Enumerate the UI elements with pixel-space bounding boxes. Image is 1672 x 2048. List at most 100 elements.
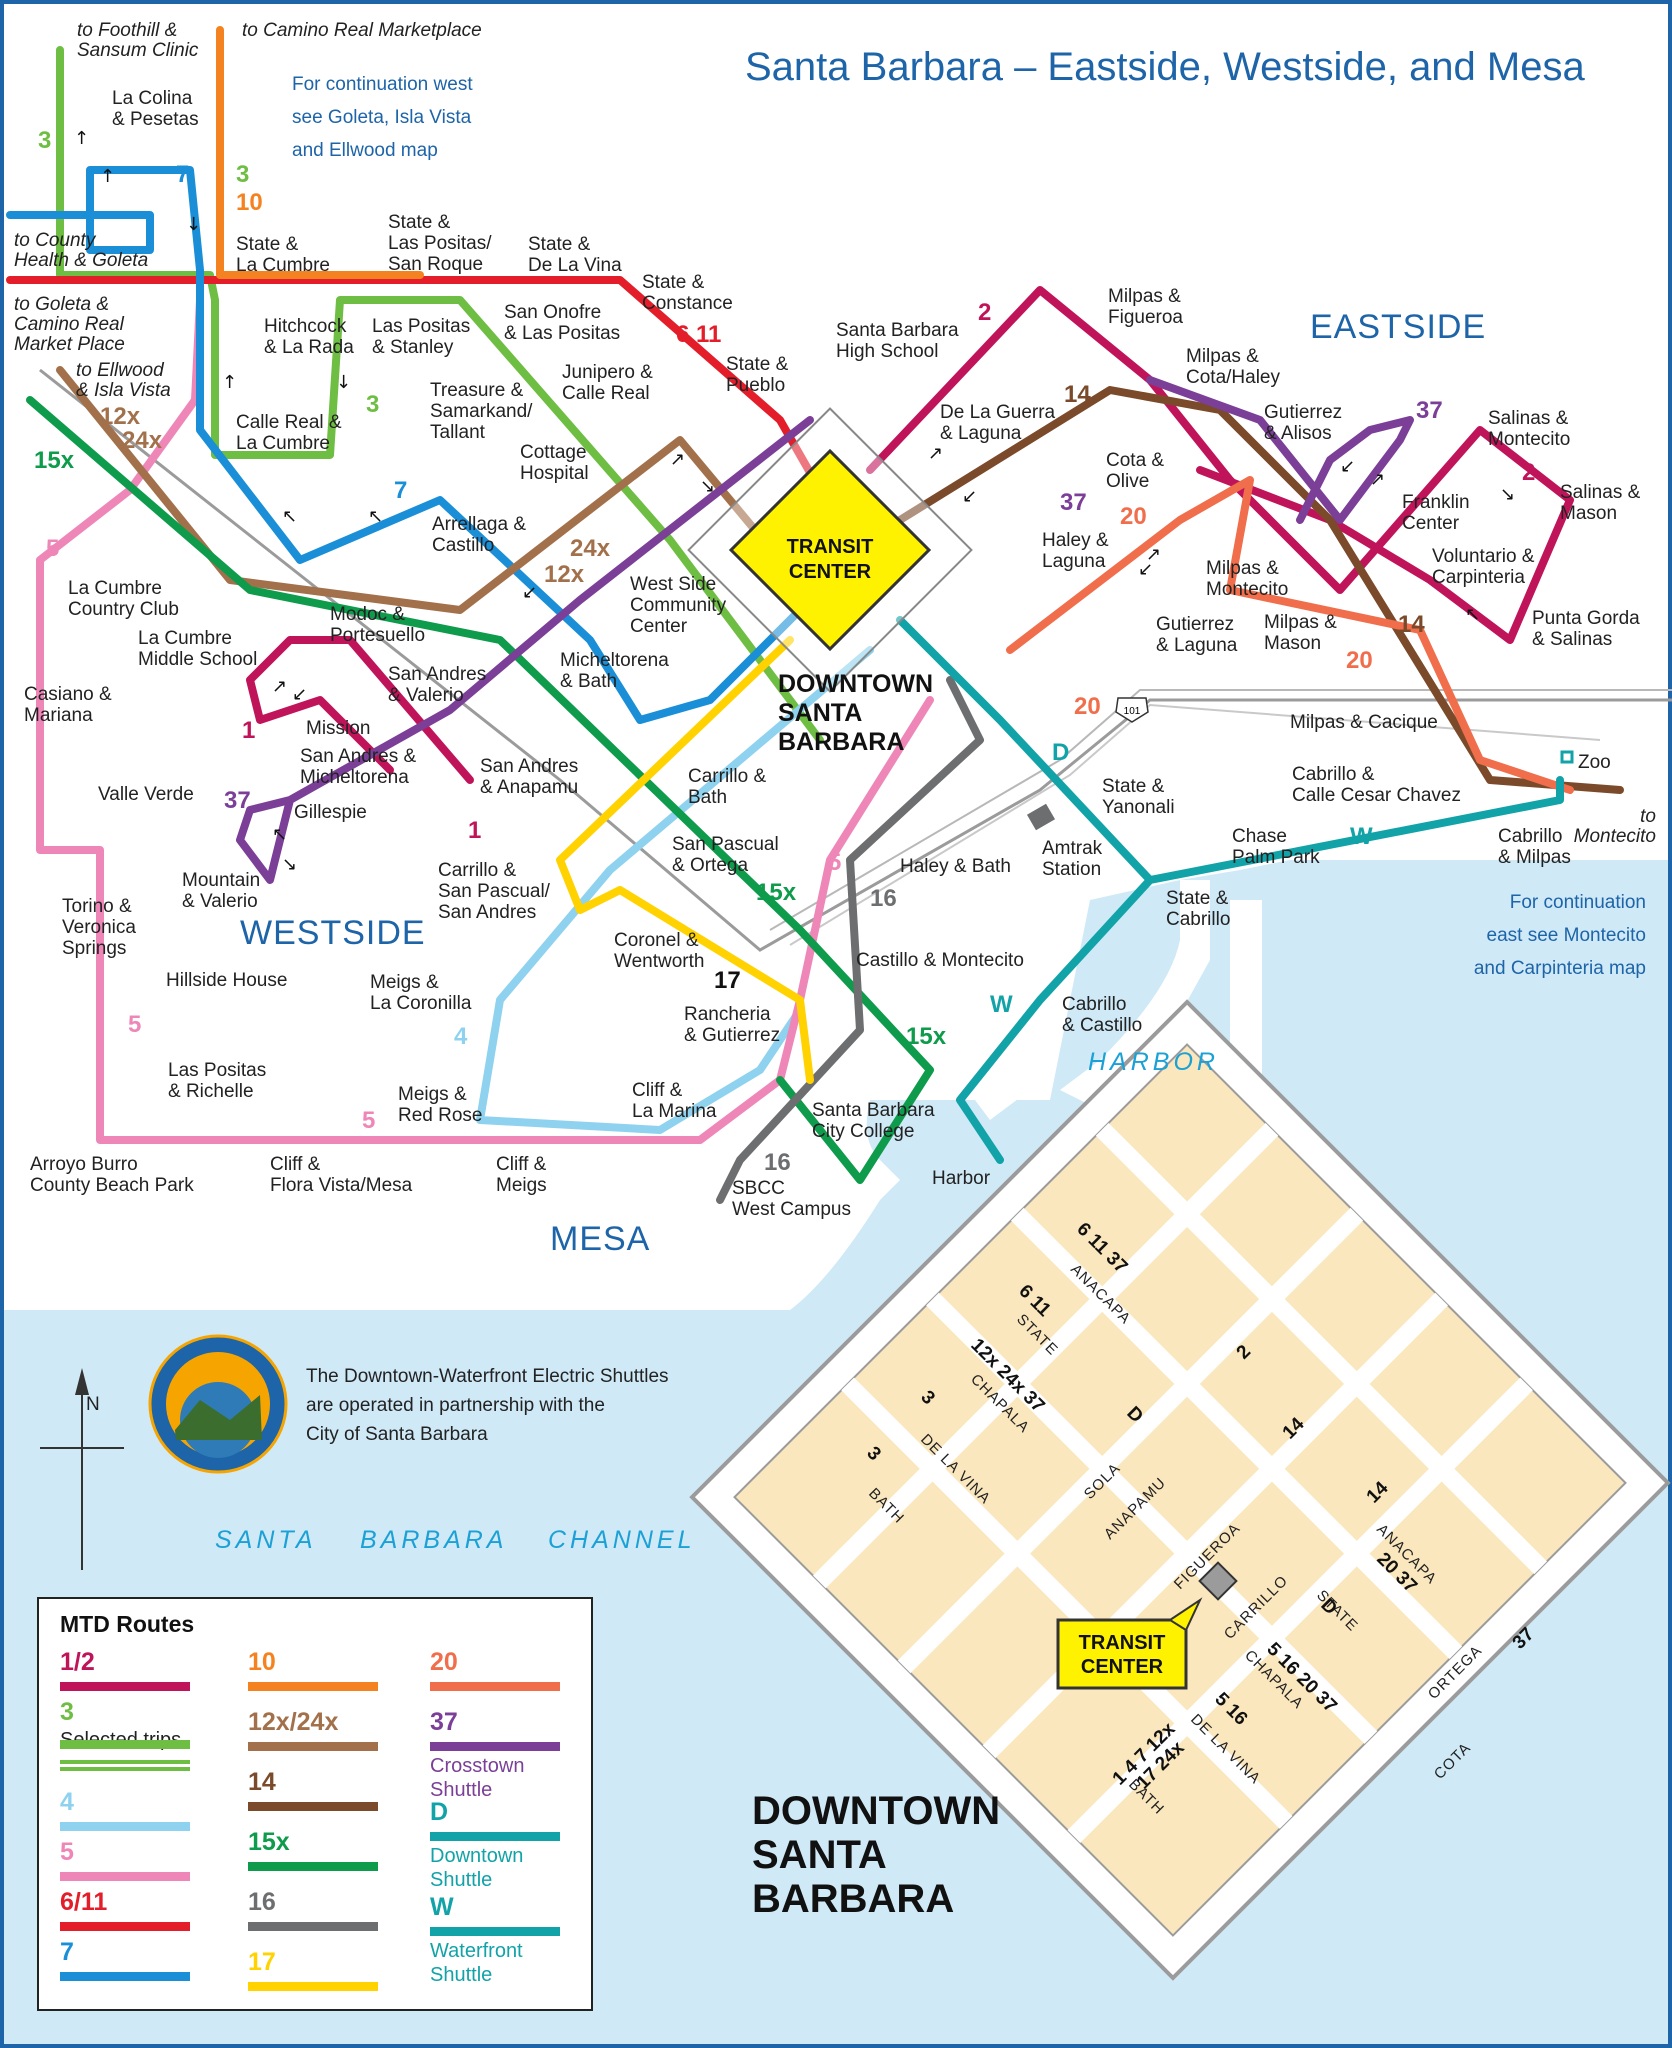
legend-items: 1/23Selected trips456/1171012x/24x1415x1…	[60, 1648, 560, 1991]
legend-item-15x: 15x	[248, 1828, 378, 1871]
route-tag-r20c: 20	[1074, 693, 1101, 720]
inset-transit-label-1: TRANSIT	[1079, 1632, 1166, 1654]
route-tag-r17: 17	[714, 967, 741, 994]
highway-label: 101	[1124, 706, 1141, 717]
stop-treasure: Treasure &Samarkand/Tallant	[430, 380, 533, 443]
legend-item-20: 20	[430, 1648, 560, 1691]
legend-item-17: 17	[248, 1948, 378, 1991]
route-17-line	[556, 636, 814, 1084]
amtrak-station-icon	[1026, 803, 1056, 831]
svg-text:↑: ↑	[74, 128, 89, 149]
route-lines	[6, 26, 1624, 1204]
route-tag-r5a: 5	[46, 535, 59, 562]
svg-text:5: 5	[60, 1838, 74, 1866]
svg-text:↑: ↑	[100, 166, 115, 187]
stop-carrillo-sp: Carrillo &San Pascual/San Andres	[438, 860, 551, 923]
stop-milpas-figueroa: Milpas &Figueroa	[1108, 286, 1183, 328]
route-10-line	[216, 26, 424, 279]
route-37-line	[1146, 376, 1414, 524]
stop-milpas-mason: Milpas &Mason	[1264, 612, 1337, 654]
route-tag-r2a: 2	[978, 299, 991, 326]
zoo-marker-icon	[1560, 750, 1574, 764]
svg-text:↑: ↑	[222, 372, 237, 393]
stop-junipero: Junipero &Calle Real	[562, 362, 653, 404]
stop-meigs-coronilla: Meigs &La Coronilla	[370, 972, 472, 1014]
svg-text:Crosstown: Crosstown	[430, 1755, 524, 1777]
svg-text:15x: 15x	[248, 1828, 290, 1856]
stop-castillo-montecito: Castillo & Montecito	[856, 950, 1024, 971]
stop-hitchcock: Hitchcock& La Rada	[264, 316, 354, 358]
svg-text:↗: ↗	[1146, 544, 1161, 565]
north-label: N	[86, 1394, 100, 1415]
stop-san-pascual-ortega: San Pascual& Ortega	[672, 834, 779, 876]
svg-text:37: 37	[430, 1708, 458, 1736]
svg-text:↖: ↖	[368, 506, 383, 527]
area-westside: WESTSIDE	[240, 914, 426, 952]
route-tag-rW: W	[1350, 823, 1373, 850]
legend-item-14: 14	[248, 1768, 378, 1811]
svg-text:↖: ↖	[272, 824, 287, 845]
stop-rancheria: Rancheria& Gutierrez	[684, 1004, 780, 1046]
stop-modoc: Modoc &Portesuello	[330, 604, 425, 646]
area-eastside: EASTSIDE	[1310, 308, 1486, 346]
legend-item-4: 4	[60, 1788, 190, 1831]
route-15x-line	[26, 396, 934, 1184]
transit-center-label-2: CENTER	[789, 561, 872, 583]
map-labels: Santa Barbara – Eastside, Westside, and …	[14, 20, 1656, 1921]
stop-micheltorena-bath: Micheltorena& Bath	[560, 650, 669, 692]
svg-text:14: 14	[248, 1768, 276, 1796]
route-tag-r12xb: 12x	[544, 561, 585, 588]
downtown-inset: TRANSIT CENTER ANACAPA STATE CHAPALA DE …	[689, 999, 1671, 1981]
route-tag-r16: 16	[870, 885, 897, 912]
legend-item-5: 5	[60, 1838, 190, 1881]
route-tag-r3b: 3	[236, 161, 249, 188]
route-14-line	[896, 386, 1624, 794]
svg-text:Shuttle: Shuttle	[430, 1779, 492, 1801]
route-16-line	[716, 676, 984, 1204]
svg-text:↓: ↓	[336, 372, 351, 393]
svg-text:↖: ↖	[282, 506, 297, 527]
route-tag-rD: D	[1052, 739, 1069, 766]
stop-milpas-cota: Milpas &Cota/Haley	[1186, 346, 1280, 388]
stop-calle-real-cumbre: Calle Real &La Cumbre	[236, 412, 342, 454]
stop-state-la-cumbre: State &La Cumbre	[236, 234, 330, 276]
route-tag-r15xc: 15x	[906, 1023, 947, 1050]
stop-punta-gorda: Punta Gorda& Salinas	[1532, 608, 1640, 650]
inset-transit-center-marker[interactable]	[1198, 1561, 1238, 1601]
route-tag-r1a: 1	[242, 717, 255, 744]
stop-cabrillo-ccc: Cabrillo &Calle Cesar Chavez	[1292, 764, 1461, 806]
legend-item-7: 7	[60, 1938, 190, 1981]
svg-text:↙: ↙	[1340, 456, 1355, 477]
stop-salinas-montecito: Salinas &Montecito	[1488, 408, 1570, 450]
stop-state-constance: State &Constance	[642, 272, 733, 314]
stop-de-la-guerra: De La Guerra& Laguna	[940, 402, 1056, 444]
svg-text:7: 7	[60, 1938, 74, 1966]
area-harbor: HARBOR	[1088, 1048, 1219, 1076]
stop-cliff-meigs: Cliff &Meigs	[496, 1154, 547, 1196]
legend-item-3: 3Selected trips	[60, 1698, 190, 1771]
svg-text:↗: ↗	[272, 676, 287, 697]
route-tag-r15x: 15x	[34, 447, 75, 474]
legend-item-1-2: 1/2	[60, 1648, 190, 1691]
stop-milpas-cacique: Milpas & Cacique	[1290, 712, 1438, 733]
transit-center-hub[interactable]: TRANSIT CENTER	[687, 407, 973, 693]
direction-arrows: ↑↑↓ ↑↓ ↖↖ ↗↙ ↙↗ ↙↗ ↘↖ ↗↙ ↖↘ ↙↗↘	[74, 128, 1515, 875]
railroad	[39, 368, 1672, 952]
svg-text:1/2: 1/2	[60, 1648, 95, 1676]
inset-transit-center-callout: TRANSIT CENTER	[1056, 1597, 1203, 1690]
